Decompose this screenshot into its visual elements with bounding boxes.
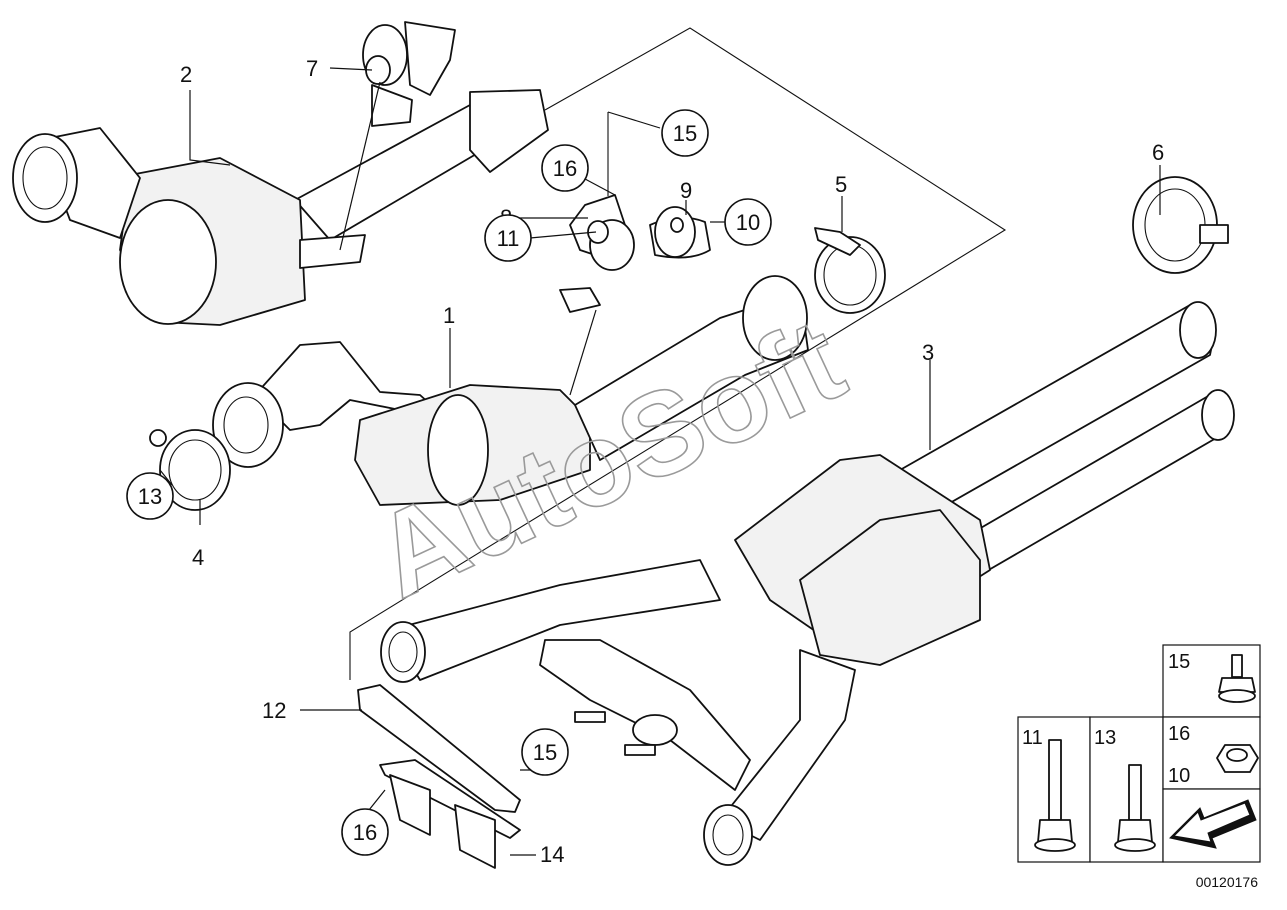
part-5-clamp: [814, 227, 886, 314]
part-1-catalytic-converter: [212, 275, 809, 506]
label-16-bottom: 16: [353, 820, 377, 845]
legend-label-13: 13: [1094, 727, 1116, 749]
legend-label-16: 16: [1168, 723, 1190, 745]
bolt-15-icon: [1218, 654, 1256, 703]
assembly-outline: [349, 27, 1007, 680]
reference-number: 00120176: [1196, 874, 1259, 890]
part-7-bracket: [339, 21, 456, 251]
label-11: 11: [497, 226, 520, 251]
callout-labels: 2 7 8 9 5 6 1 3 4 12 14: [180, 56, 1164, 867]
label-1: 1: [443, 303, 455, 328]
bolt-11-icon: [1034, 739, 1076, 852]
leader-lines: [159, 67, 1161, 856]
label-2: 2: [180, 62, 192, 87]
label-15-top: 15: [673, 121, 697, 146]
legend-label-10: 10: [1168, 765, 1190, 787]
label-12: 12: [262, 698, 286, 723]
part-4-clamp: [149, 429, 231, 511]
part-8-9-10-11-hanger-assembly: [559, 194, 711, 396]
label-13: 13: [138, 484, 162, 509]
legend-label-11: 11: [1022, 727, 1043, 749]
label-15-bottom: 15: [533, 740, 557, 765]
arrow-icon: [1168, 799, 1257, 849]
nut-icon: [1216, 744, 1259, 773]
part-3-rear-catalytic-converter: [380, 301, 1235, 866]
bolt-13-icon: [1114, 764, 1156, 852]
label-10: 10: [736, 210, 760, 235]
legend-label-15: 15: [1168, 651, 1190, 673]
label-7: 7: [306, 56, 318, 81]
label-6: 6: [1152, 140, 1164, 165]
fastener-legend: 15 11 13 16 10: [1017, 644, 1261, 863]
label-9: 9: [680, 178, 692, 203]
label-14: 14: [540, 842, 564, 867]
part-2-front-catalytic-converter: [12, 89, 549, 326]
circled-callouts: 15 16 11 10 13 15 16: [126, 109, 772, 856]
label-3: 3: [922, 340, 934, 365]
label-16-top: 16: [553, 156, 577, 181]
label-4: 4: [192, 545, 204, 570]
part-6-sleeve-clamp: [1132, 176, 1229, 274]
label-5: 5: [835, 172, 847, 197]
